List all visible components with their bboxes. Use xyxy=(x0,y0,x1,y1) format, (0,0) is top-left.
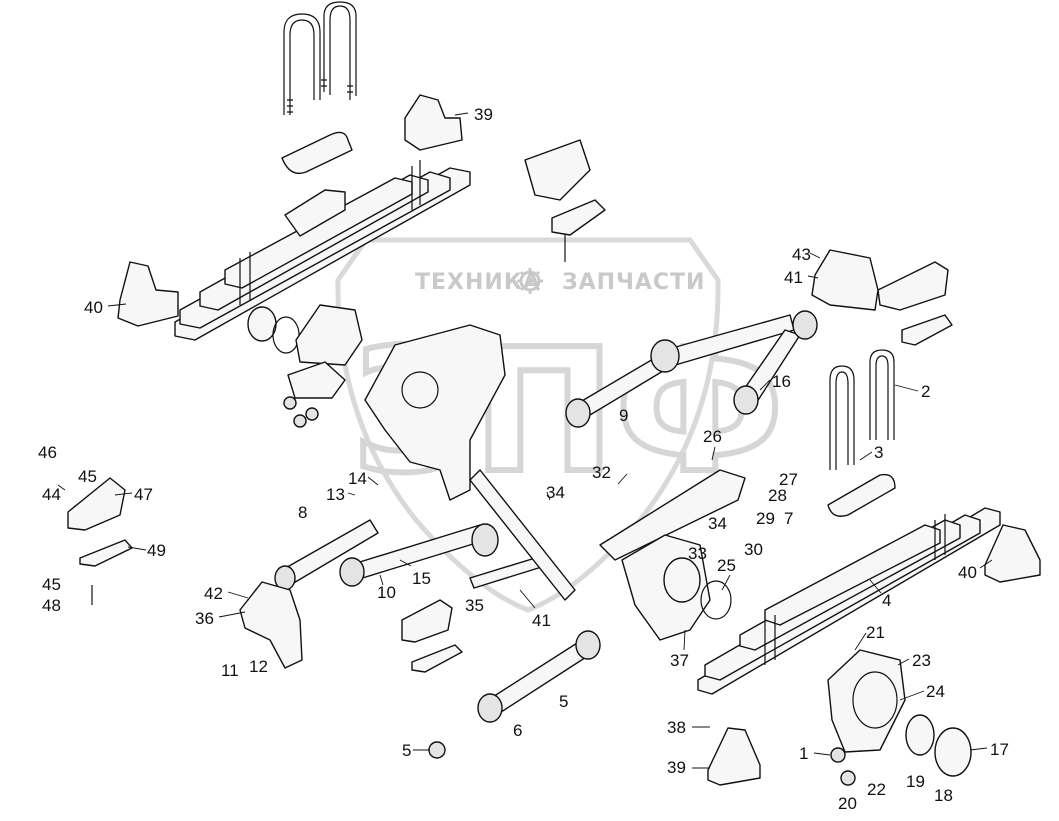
callout-24: 24 xyxy=(926,682,945,701)
left-bracket-lower xyxy=(79,539,133,567)
spring-hanger-bracket-43 xyxy=(811,249,879,311)
spring-seat-left xyxy=(117,261,179,327)
right-bracket-lower xyxy=(901,314,953,346)
callout-17: 17 xyxy=(990,740,1009,759)
rear-leaf-spring xyxy=(697,507,1001,695)
nut-left-1 xyxy=(283,396,297,410)
callout-4: 4 xyxy=(882,591,891,610)
callout-34a: 34 xyxy=(546,483,565,502)
callout-38: 38 xyxy=(667,718,686,737)
callout-18: 18 xyxy=(934,786,953,805)
watermark-right-text: ЗАПЧАСТИ xyxy=(562,270,705,295)
callout-45a: 45 xyxy=(78,467,97,486)
front-leaf-spring xyxy=(174,160,471,341)
callout-37: 37 xyxy=(670,651,689,670)
callout-6: 6 xyxy=(513,721,522,740)
callout-20: 20 xyxy=(838,794,857,813)
u-bolt-pair-right xyxy=(829,349,895,470)
center-bracket-lower xyxy=(551,199,606,236)
callout-30: 30 xyxy=(744,540,763,559)
v-reaction-rod xyxy=(565,310,818,428)
callout-33: 33 xyxy=(688,544,707,563)
spring-seat-39-lower xyxy=(707,727,761,786)
gear-icon xyxy=(517,268,543,294)
seal-ring-25 xyxy=(700,580,732,620)
callout-39b: 39 xyxy=(667,758,686,777)
callout-43: 43 xyxy=(792,245,811,264)
callout-1: 1 xyxy=(799,744,808,763)
housing-bracket-left xyxy=(287,361,346,399)
callout-28: 28 xyxy=(768,486,787,505)
callout-3: 3 xyxy=(874,443,883,462)
torque-rod-8 xyxy=(274,519,379,591)
callout-39a: 39 xyxy=(474,105,493,124)
bearing-cap-left xyxy=(247,306,277,342)
bracket-small-center xyxy=(401,599,463,673)
callout-44: 44 xyxy=(42,485,61,504)
callout-41b: 36 xyxy=(195,609,214,628)
spring-spacer-right xyxy=(827,473,896,517)
spring-spacer-pad xyxy=(281,131,353,175)
callout-8: 8 xyxy=(298,503,307,522)
callout-5a: 5 xyxy=(559,692,568,711)
callout-46: 46 xyxy=(38,443,57,462)
callout-16: 16 xyxy=(772,372,791,391)
watermark-shield xyxy=(335,237,721,613)
callout-27: 27 xyxy=(779,470,798,489)
callout-19: 19 xyxy=(906,772,925,791)
callout-42: 42 xyxy=(204,584,223,603)
callout-29: 29 xyxy=(756,509,775,528)
leader-lines xyxy=(57,112,993,769)
callout-45b: 45 xyxy=(42,575,61,594)
spring-seat-40-right xyxy=(984,524,1041,583)
link-plate-28 xyxy=(599,469,746,561)
hanger-bracket-42 xyxy=(239,581,303,669)
callout-49: 49 xyxy=(147,541,166,560)
callout-11: 11 xyxy=(221,661,239,680)
nut-left-2 xyxy=(293,414,307,428)
callout-10: 10 xyxy=(377,583,396,602)
torque-rod-6 xyxy=(477,630,601,723)
rod-36 xyxy=(469,469,576,601)
callout-12: 12 xyxy=(249,657,268,676)
axle-housing-left xyxy=(295,304,363,366)
callout-41a: 41 xyxy=(784,268,803,287)
right-bracket-upper xyxy=(877,261,949,311)
callout-9: 9 xyxy=(619,406,628,425)
center-crossmember xyxy=(364,324,506,501)
nut-5-lower xyxy=(428,741,446,759)
callout-22: 22 xyxy=(867,780,886,799)
callout-labels: 39 40 43 41 2 16 9 26 3 46 45 44 47 14 1… xyxy=(38,105,1009,813)
callout-35: 35 xyxy=(465,596,484,615)
callout-40b: 40 xyxy=(958,563,977,582)
callout-13: 13 xyxy=(326,485,345,504)
torque-rod-15 xyxy=(339,523,499,587)
callout-47: 47 xyxy=(134,485,153,504)
bushing-large xyxy=(663,557,701,603)
seal-ring-left xyxy=(272,316,300,354)
callout-25: 25 xyxy=(717,556,736,575)
callout-21: 21 xyxy=(866,623,885,642)
callout-15: 15 xyxy=(412,569,431,588)
callout-32: 32 xyxy=(592,463,611,482)
callout-23: 23 xyxy=(912,651,931,670)
left-bracket-upper xyxy=(67,477,126,531)
axle-hub-assembly xyxy=(827,649,972,786)
nut-left-3 xyxy=(305,407,319,421)
callout-26: 26 xyxy=(703,427,722,446)
callout-14: 14 xyxy=(348,469,367,488)
callout-7: 7 xyxy=(784,509,793,528)
callout-5b: 5 xyxy=(402,741,411,760)
callout-36: 41 xyxy=(532,611,551,630)
spring-seat-right-top xyxy=(404,94,463,151)
callout-40a: 40 xyxy=(84,298,103,317)
callout-34b: 34 xyxy=(708,514,727,533)
center-bracket-upper xyxy=(524,139,591,201)
callout-2: 2 xyxy=(921,382,930,401)
crossmember-bore xyxy=(401,371,439,409)
callout-48: 48 xyxy=(42,596,61,615)
u-bolt-pair-top xyxy=(283,1,357,115)
